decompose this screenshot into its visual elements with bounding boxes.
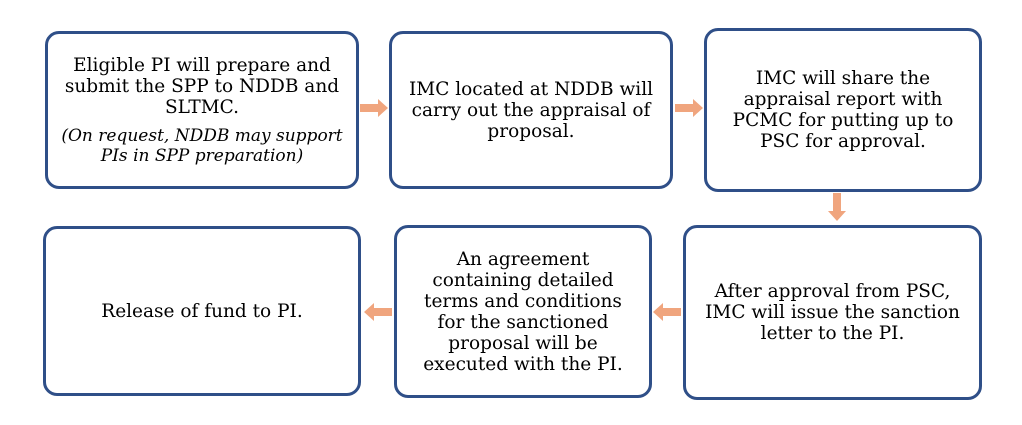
step-5-text: An agreement containing detailed terms a… <box>423 248 623 375</box>
arrow-left-2 <box>364 303 392 321</box>
step-5-box: An agreement containing detailed terms a… <box>394 225 652 398</box>
arrow-left-1 <box>653 303 681 321</box>
step-1-note: (On request, NDDB may support PIs in SPP… <box>61 125 343 166</box>
step-1-text: Eligible PI will prepare and submit the … <box>64 54 340 118</box>
step-2-box: IMC located at NDDB will carry out the a… <box>389 31 673 189</box>
step-6-text: Release of fund to PI. <box>101 300 303 322</box>
step-3-box: IMC will share the appraisal report with… <box>704 28 982 192</box>
arrow-right-2 <box>675 99 703 117</box>
step-4-box: After approval from PSC, IMC will issue … <box>683 225 982 400</box>
step-4-text: After approval from PSC, IMC will issue … <box>705 281 960 344</box>
arrow-down <box>828 193 846 221</box>
step-3-text: IMC will share the appraisal report with… <box>732 68 954 152</box>
step-1-box: Eligible PI will prepare and submit the … <box>45 31 359 189</box>
arrow-right-1 <box>360 99 388 117</box>
step-6-box: Release of fund to PI. <box>43 226 361 396</box>
step-2-text: IMC located at NDDB will carry out the a… <box>408 78 654 142</box>
